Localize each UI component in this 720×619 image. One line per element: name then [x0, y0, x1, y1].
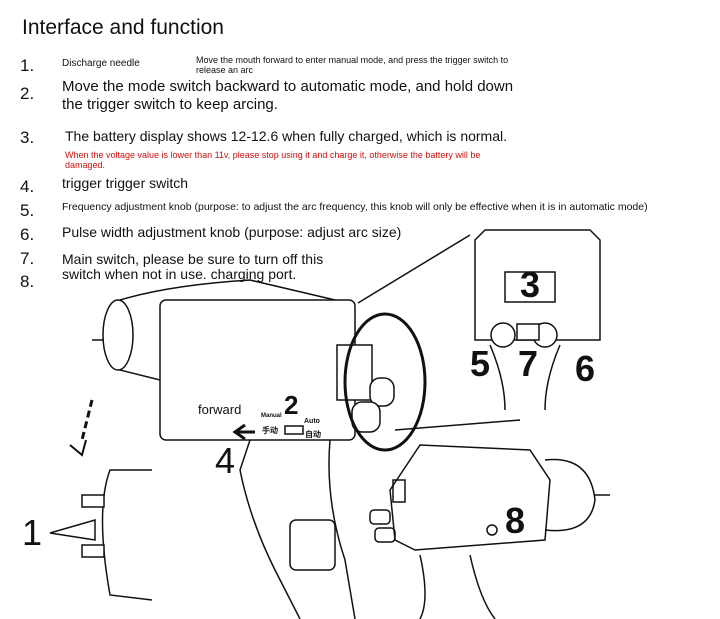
callout-2: 2 [284, 390, 299, 420]
item-text: Discharge needle [62, 58, 140, 69]
auto-cn-label: 自动 [305, 430, 321, 439]
handle-side [489, 344, 561, 411]
warning-text: When the voltage value is lower than 11v… [65, 150, 481, 160]
item-number: 7. [20, 249, 35, 268]
item-note: Move the mouth forward to enter manual m… [196, 55, 509, 65]
callout-7: 7 [518, 343, 539, 384]
item-number: 2. [20, 84, 35, 103]
item-text: The battery display shows 12-12.6 when f… [65, 128, 507, 144]
item-text: the trigger switch to keep arcing. [62, 96, 278, 113]
gun-top [119, 279, 336, 330]
item-text: Main switch, please be sure to turn off … [62, 251, 324, 267]
knob-5 [490, 322, 516, 348]
arrow-down-icon [69, 439, 87, 457]
display-panel [336, 344, 373, 401]
rear-nozzle [544, 458, 596, 532]
arrow-left-icon [232, 423, 255, 441]
callout-6: 6 [575, 348, 596, 389]
callout-5: 5 [470, 343, 491, 384]
knob [369, 377, 395, 407]
mode-switch [284, 425, 304, 435]
callout-8: 8 [505, 500, 526, 541]
needle-body [101, 469, 153, 601]
item-number: 3. [20, 128, 35, 147]
item-number: 1. [20, 56, 35, 75]
forward-label: forward [198, 402, 242, 417]
item-number: 5. [20, 201, 35, 220]
item-text: Frequency adjustment knob (purpose: to a… [62, 201, 648, 213]
gun-box [159, 299, 356, 441]
handle-grip [289, 519, 336, 571]
callout-4: 4 [215, 440, 236, 481]
item-text: Move the mode switch backward to automat… [62, 78, 514, 95]
item-number: 6. [20, 225, 35, 244]
item-number: 8. [20, 272, 35, 291]
highlight-circle [343, 312, 427, 452]
warning-text: damaged. [65, 160, 106, 170]
needle-icon [49, 519, 96, 541]
charging-port [486, 524, 498, 536]
front-view [474, 229, 601, 341]
manual-label: Manual [261, 413, 282, 419]
main-switch [516, 323, 540, 341]
leader-line [357, 234, 471, 304]
rear-handle [419, 554, 496, 619]
gun-handle [239, 439, 356, 619]
item-number: 4. [20, 177, 35, 196]
rear-view [389, 444, 551, 551]
gun-cap [102, 299, 134, 371]
page-title: Interface and function [22, 16, 224, 39]
callout-3: 3 [520, 264, 541, 305]
item-text: switch when not in use. charging port. [62, 266, 297, 282]
front-display [504, 271, 556, 303]
item-text: Pulse width adjustment knob (purpose: ad… [62, 224, 402, 240]
auto-label: Auto [304, 418, 320, 425]
item-note: release an arc [196, 65, 254, 75]
callout-1: 1 [22, 512, 43, 553]
manual-cn-label: 手动 [262, 426, 278, 435]
item-text: trigger trigger switch [62, 175, 189, 191]
